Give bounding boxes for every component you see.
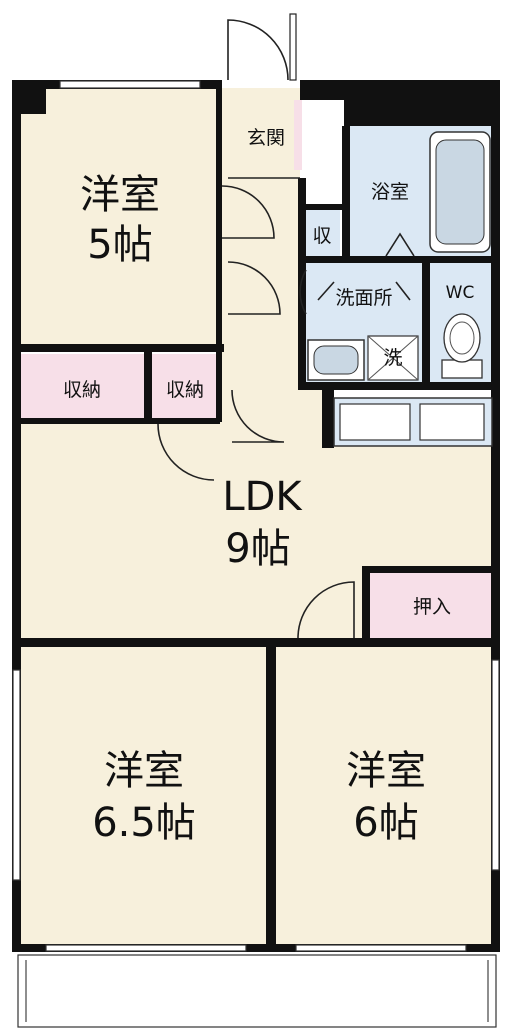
wall-bath-bottom bbox=[298, 256, 498, 263]
wall-bottom bbox=[12, 944, 500, 952]
oshiire-floor bbox=[370, 572, 494, 638]
room-name-washer: 洗 bbox=[383, 347, 402, 369]
entrance-door-leaf bbox=[289, 13, 297, 81]
wall-storage-divider bbox=[144, 352, 152, 422]
entrance-storage-floor bbox=[294, 100, 302, 170]
wall-room5-bottom bbox=[20, 344, 224, 352]
wall-wet-left bbox=[298, 178, 306, 388]
hall-door-swing bbox=[227, 261, 281, 315]
room-size-western-65: 6.5帖 bbox=[92, 800, 196, 846]
room-name-ldk: LDK bbox=[222, 474, 303, 520]
room-name-bath: 浴室 bbox=[371, 181, 409, 203]
room-name-western-65: 洋室 bbox=[104, 748, 184, 794]
wall-right bbox=[491, 80, 500, 950]
entrance-door-swing bbox=[227, 19, 289, 81]
wall-wet-bottom bbox=[298, 382, 498, 390]
bath-door-mark bbox=[385, 232, 415, 257]
western-room-6-floor bbox=[276, 646, 496, 946]
wall-top-right-block bbox=[344, 80, 500, 126]
room-name-shu: 収 bbox=[312, 225, 331, 247]
washroom-door-swing bbox=[299, 269, 307, 315]
wall-ldk-bottom bbox=[12, 638, 500, 647]
wall-wc-left bbox=[422, 262, 430, 388]
room5-door-swing bbox=[221, 185, 275, 239]
room-name-entrance: 玄関 bbox=[247, 127, 285, 149]
storage-left-floor bbox=[20, 354, 144, 420]
room-name-western-6: 洋室 bbox=[346, 748, 426, 794]
wall-room5-right bbox=[216, 88, 222, 350]
shu-floor bbox=[306, 210, 340, 258]
ldk-door-swing bbox=[231, 389, 285, 443]
window-top bbox=[59, 80, 201, 89]
window-bottom-left bbox=[45, 944, 247, 952]
window-left bbox=[12, 669, 21, 881]
wall-oshiire-top bbox=[362, 566, 498, 573]
wall-left bbox=[12, 80, 21, 950]
balcony bbox=[17, 954, 497, 1028]
window-right bbox=[491, 659, 500, 871]
room-name-western-5: 洋室 bbox=[80, 172, 160, 218]
toilet-seat bbox=[449, 321, 475, 355]
storage-right-floor bbox=[152, 354, 218, 420]
washroom-mark bbox=[395, 281, 411, 301]
room-size-ldk: 9帖 bbox=[225, 526, 290, 572]
wall-oshiire-left bbox=[362, 566, 370, 646]
room-name-washroom: 洗面所 bbox=[335, 287, 392, 309]
wall-storage-right bbox=[216, 352, 222, 422]
room-name-storage-left: 収納 bbox=[63, 379, 101, 401]
room-name-oshiire: 押入 bbox=[413, 596, 451, 618]
kitchen-sink bbox=[339, 403, 411, 441]
wall-bath-left bbox=[342, 126, 350, 262]
washroom-mark bbox=[317, 281, 335, 301]
storage-door-swing bbox=[157, 423, 215, 481]
room-name-wc: WC bbox=[446, 283, 475, 303]
washer-diagonal bbox=[367, 335, 419, 381]
room-size-western-6: 6帖 bbox=[353, 800, 418, 846]
wall-storage-bottom bbox=[20, 418, 220, 424]
western-room-5-floor bbox=[20, 88, 220, 346]
wall-entrance-right bbox=[300, 88, 344, 100]
room-name-storage-right: 収納 bbox=[166, 379, 204, 401]
toilet-tank bbox=[441, 359, 483, 379]
kitchen-stove bbox=[419, 403, 485, 441]
window-bottom-right bbox=[295, 944, 467, 952]
wash-basin-bowl bbox=[313, 345, 359, 375]
entrance-floor bbox=[228, 92, 294, 178]
bathtub-inner bbox=[435, 139, 485, 245]
bedroom6-door-swing bbox=[297, 581, 355, 639]
room-size-western-5: 5帖 bbox=[87, 222, 152, 268]
toilet-bowl bbox=[443, 313, 481, 363]
western-room-65-floor bbox=[20, 646, 266, 946]
wall-kitchen-block bbox=[322, 390, 334, 448]
wall-bedroom-divider bbox=[266, 646, 276, 946]
wall-shu-top bbox=[298, 204, 346, 210]
